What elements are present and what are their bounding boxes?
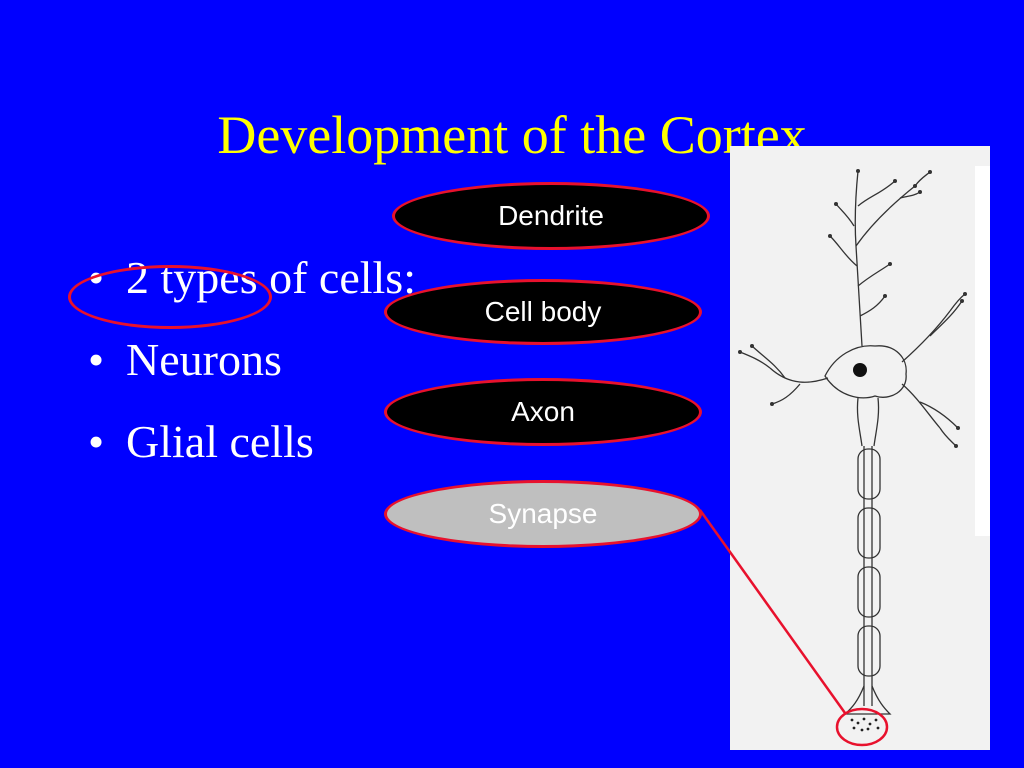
- slide-title: Development of the Cortex: [217, 105, 807, 165]
- axon-label: Axon: [384, 378, 702, 446]
- synapse-highlight-circle: [835, 707, 889, 747]
- highlight-circle: [68, 265, 272, 329]
- cell-body-label: Cell body: [384, 279, 702, 345]
- bullet-item-glial-cells: • Glial cells: [88, 401, 416, 483]
- axon-label-text: Axon: [511, 396, 575, 427]
- bullet-text: Neurons: [126, 334, 282, 385]
- bullet-item-neurons: • Neurons: [88, 319, 416, 401]
- neuron-drawing: [738, 169, 967, 732]
- figure-edge: [975, 166, 990, 536]
- synapse-label-text: Synapse: [488, 498, 598, 529]
- bullet-dot: •: [88, 334, 105, 385]
- dendrite-label-text: Dendrite: [498, 200, 604, 231]
- cell-body-label-text: Cell body: [484, 296, 602, 327]
- bullet-dot: •: [88, 416, 105, 467]
- dendrite-label: Dendrite: [392, 182, 710, 250]
- neuron-figure: [730, 146, 990, 750]
- synapse-label: Synapse: [384, 480, 702, 548]
- bullet-text: Glial cells: [126, 416, 314, 467]
